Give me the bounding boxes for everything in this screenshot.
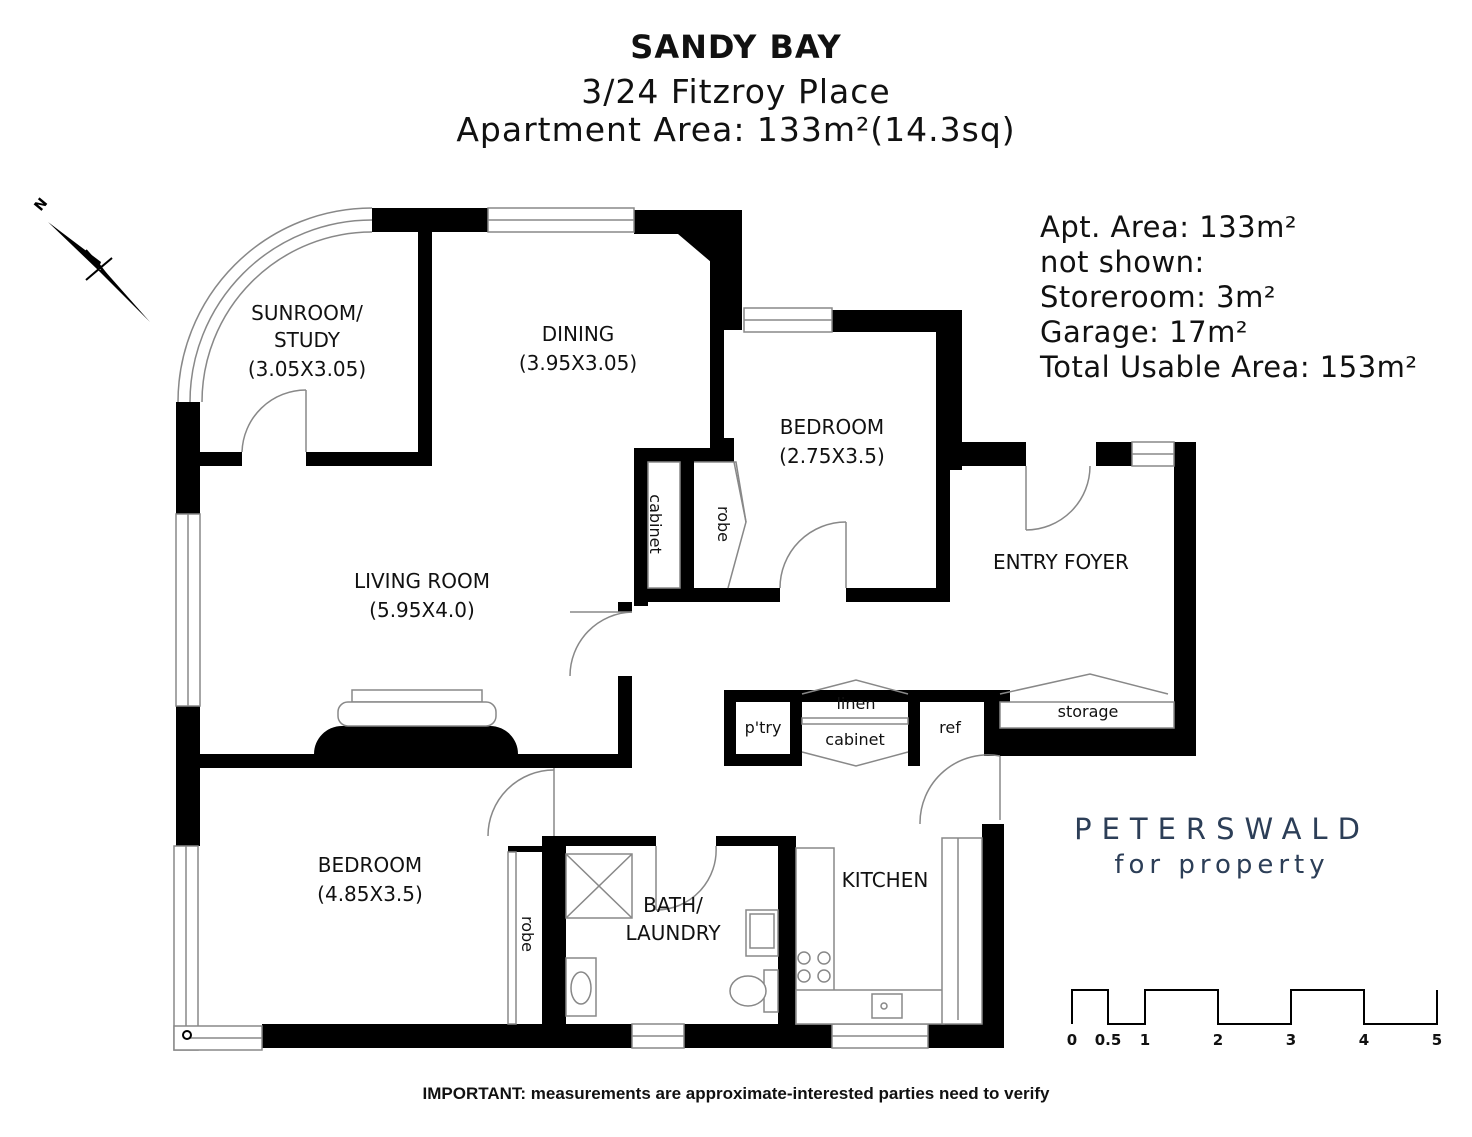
fixture-labels: cabinet robe linen p'try cabinet ref sto… <box>518 494 1118 952</box>
apt-area-line: Apt. Area: 133m² <box>1040 210 1298 244</box>
fixtures <box>182 461 1175 1040</box>
scale-tick-label: 4 <box>1359 1031 1369 1049</box>
pantry-label: p'try <box>745 718 782 737</box>
sunroom-dimensions: (3.05X3.05) <box>248 357 366 381</box>
not-shown-line: not shown: <box>1040 245 1205 279</box>
brand-logo: PETERSWALD for property <box>1062 812 1382 880</box>
door-swings <box>241 389 1169 911</box>
scale-tick-label: 3 <box>1286 1031 1296 1049</box>
apartment-area: Apartment Area: 133m²(14.3sq) <box>456 110 1016 149</box>
bedroom2-label: BEDROOM <box>318 853 422 877</box>
linen-label: linen <box>836 694 875 713</box>
bath-label-2: LAUNDRY <box>625 921 721 945</box>
scale-tick-label: 0.5 <box>1095 1031 1122 1049</box>
bedroom1-dimensions: (2.75X3.5) <box>779 444 885 468</box>
area-summary: Apt. Area: 133m² not shown: Storeroom: 3… <box>1040 210 1418 385</box>
cabinet-horizontal-label: cabinet <box>825 730 884 749</box>
scale-tick-label: 0 <box>1067 1031 1077 1049</box>
robe-label: robe <box>714 506 733 542</box>
garage-area-line: Garage: 17m² <box>1040 315 1248 349</box>
scale-tick-label: 2 <box>1213 1031 1223 1049</box>
windows <box>173 207 1175 1051</box>
brand-name: PETERSWALD <box>1074 812 1370 846</box>
dining-dimensions: (3.95X3.05) <box>519 351 637 375</box>
dining-label: DINING <box>542 322 615 346</box>
living-room-dimensions: (5.95X4.0) <box>369 598 475 622</box>
north-arrow-icon: N <box>31 195 150 322</box>
scale-tick-label: 1 <box>1140 1031 1150 1049</box>
scale-bar: 0 0.5 1 2 3 4 5 <box>1067 989 1442 1049</box>
fireplace <box>314 726 518 754</box>
sunroom-curved-window <box>177 207 373 403</box>
compass-label: N <box>31 195 51 214</box>
property-address: 3/24 Fitzroy Place <box>581 72 891 111</box>
sunroom-label-2: STUDY <box>274 328 341 352</box>
sunroom-label: SUNROOM/ <box>251 301 363 325</box>
total-area-line: Total Usable Area: 153m² <box>1040 350 1418 384</box>
robe-label-2: robe <box>518 916 537 952</box>
entry-foyer-label: ENTRY FOYER <box>993 550 1129 574</box>
walls <box>176 208 1196 1048</box>
brand-tagline: for property <box>1114 850 1330 880</box>
bedroom2-dimensions: (4.85X3.5) <box>317 882 423 906</box>
disclaimer-notice: IMPORTANT: measurements are approximate-… <box>422 1084 1050 1103</box>
room-labels: SUNROOM/ STUDY (3.05X3.05) DINING (3.95X… <box>248 301 1129 945</box>
storage-label: storage <box>1058 702 1119 721</box>
cabinet-vertical-label: cabinet <box>646 494 665 553</box>
bath-label: BATH/ <box>643 893 703 917</box>
kitchen-label: KITCHEN <box>842 868 929 892</box>
bedroom1-label: BEDROOM <box>780 415 884 439</box>
ref-label: ref <box>939 718 961 737</box>
plan-title: SANDY BAY <box>630 28 842 66</box>
living-room-label: LIVING ROOM <box>354 569 490 593</box>
storeroom-area-line: Storeroom: 3m² <box>1040 280 1276 314</box>
scale-tick-label: 5 <box>1432 1031 1442 1049</box>
